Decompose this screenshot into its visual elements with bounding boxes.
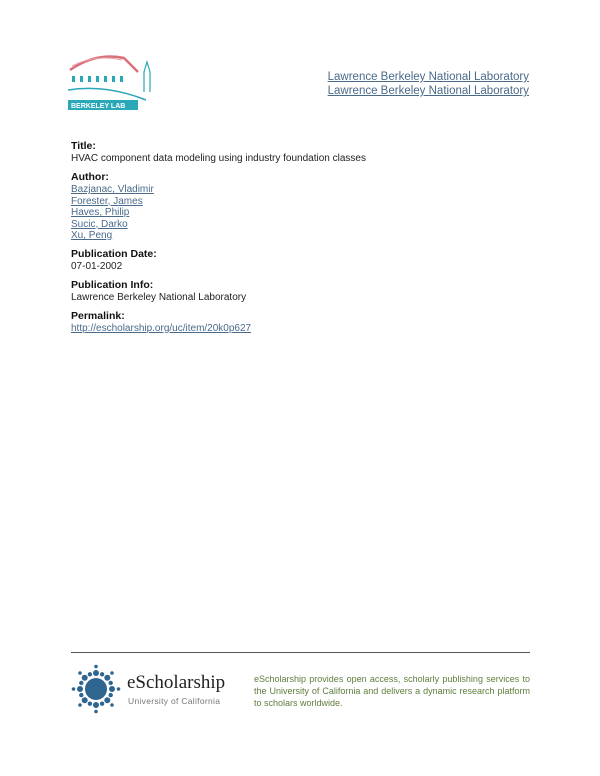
institution-link-1[interactable]: Lawrence Berkeley National Laboratory bbox=[327, 71, 529, 83]
escholarship-logo bbox=[71, 664, 121, 714]
date-label: Publication Date: bbox=[71, 247, 157, 260]
author-link[interactable]: Haves, Philip bbox=[71, 207, 130, 218]
title-field: Title: HVAC component data modeling usin… bbox=[71, 140, 531, 165]
footer-divider bbox=[71, 652, 530, 653]
permalink-link[interactable]: http://escholarship.org/uc/item/20k0p627 bbox=[71, 322, 252, 334]
date-field: Publication Date: 07-01-2002 bbox=[71, 248, 531, 273]
title-label: Title: bbox=[71, 140, 96, 152]
escholarship-description: eScholarship provides open access, schol… bbox=[254, 674, 530, 708]
author-label: Author: bbox=[71, 171, 109, 183]
info-value: Lawrence Berkeley National Laboratory bbox=[71, 291, 247, 303]
title-value: HVAC component data modeling using indus… bbox=[71, 153, 366, 164]
escholarship-brand: eScholarship bbox=[127, 672, 226, 693]
author-field: Author: Bazjanac, Vladimir Forester, Jam… bbox=[71, 171, 531, 242]
author-link[interactable]: Bazjanac, Vladimir bbox=[71, 184, 154, 195]
svg-text:BERKELEY LAB: BERKELEY LAB bbox=[71, 103, 125, 110]
info-label: Publication Info: bbox=[71, 278, 154, 291]
info-field: Publication Info: Lawrence Berkeley Nati… bbox=[71, 279, 531, 304]
escholarship-subtitle: University of California bbox=[128, 696, 221, 706]
header-links: Lawrence Berkeley National Laboratory La… bbox=[328, 70, 529, 98]
date-value: 07-01-2002 bbox=[71, 260, 123, 272]
author-link[interactable]: Forester, James bbox=[71, 195, 143, 207]
author-link[interactable]: Xu, Peng bbox=[71, 230, 113, 241]
berkeley-lab-logo: BERKELEY LAB bbox=[66, 48, 162, 114]
author-link[interactable]: Sucic, Darko bbox=[71, 218, 128, 230]
permalink-field: Permalink: http://escholarship.org/uc/it… bbox=[71, 310, 531, 335]
record-metadata: Title: HVAC component data modeling usin… bbox=[71, 140, 531, 340]
institution-link-2[interactable]: Lawrence Berkeley National Laboratory bbox=[327, 85, 529, 97]
permalink-label: Permalink: bbox=[71, 309, 125, 322]
